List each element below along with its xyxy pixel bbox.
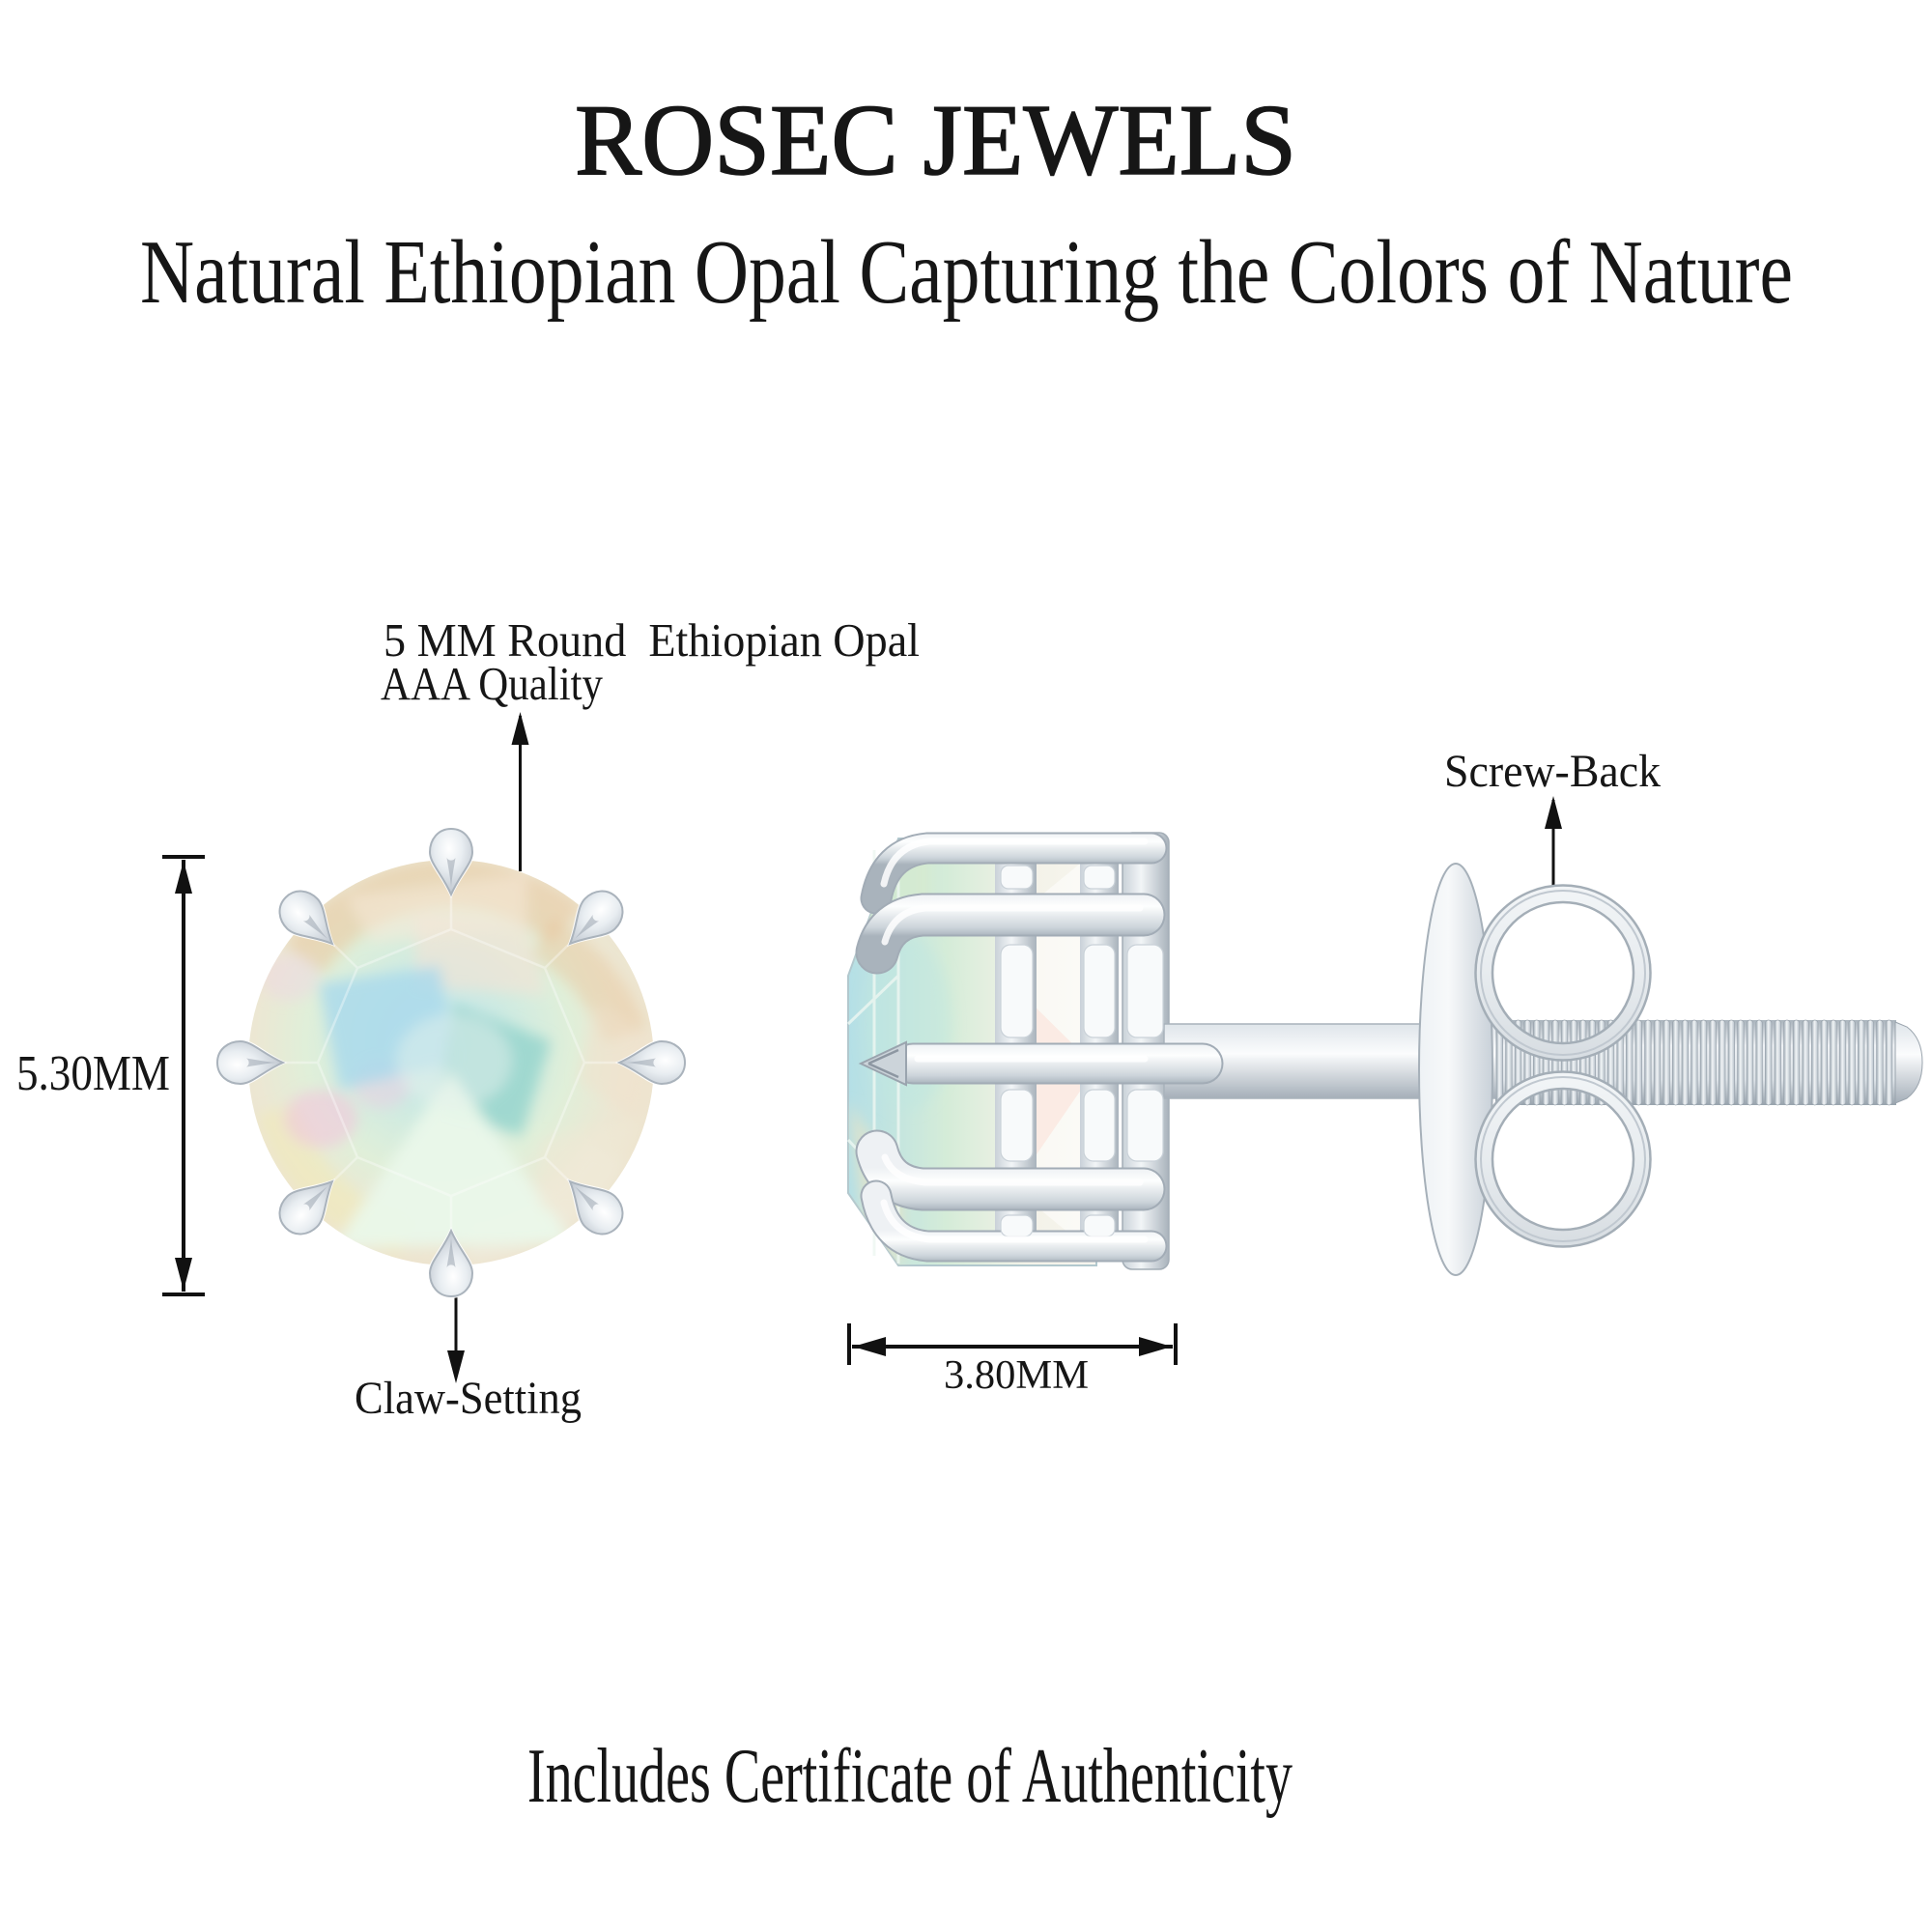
svg-text:AAA Quality: AAA Quality [381, 657, 603, 710]
svg-text:5 MM Round Ethiopian Opal: 5 MM Round Ethiopian Opal [384, 613, 920, 667]
svg-text:Includes Certificate of Authen: Includes Certificate of Authenticity [527, 1732, 1293, 1819]
svg-text:Claw-Setting: Claw-Setting [355, 1373, 582, 1424]
svg-text:3.80MM: 3.80MM [944, 1353, 1089, 1398]
svg-text:ROSEC JEWELS: ROSEC JEWELS [575, 83, 1296, 196]
svg-text:Screw-Back: Screw-Back [1444, 746, 1661, 797]
svg-text:Natural Ethiopian Opal Capturi: Natural Ethiopian Opal Capturing the Col… [140, 222, 1793, 323]
svg-text:5.30MM: 5.30MM [16, 1046, 170, 1101]
